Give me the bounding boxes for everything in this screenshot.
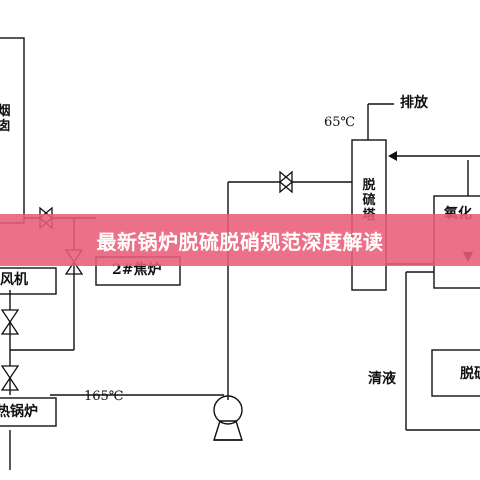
pump-base xyxy=(213,420,243,441)
arrow-into-tower xyxy=(388,151,397,161)
banner-title: 最新锅炉脱硫脱硝规范深度解读 xyxy=(96,229,384,254)
valve-boiler-line xyxy=(0,365,20,380)
valve-fan-line xyxy=(0,309,20,324)
chimney-label: 烟囱 xyxy=(0,104,11,134)
valve-tower-inlet xyxy=(279,170,294,194)
desulfurization-tank-label: 脱硫 xyxy=(460,366,480,382)
temperature-top: 65℃ xyxy=(324,115,356,130)
clear-liquid-label: 清液 xyxy=(368,371,396,387)
boiler-label: 余热锅炉 xyxy=(0,404,38,420)
exhaust-label: 排放 xyxy=(400,95,428,111)
pump-circle xyxy=(213,395,243,425)
coke-oven-label: 2#焦炉 xyxy=(112,262,162,278)
desulfurization-tank xyxy=(431,349,480,397)
fan-label: 鼓风机 xyxy=(0,272,28,288)
boiler-box xyxy=(0,397,57,427)
title-banner: 最新锅炉脱硫脱硝规范深度解读 xyxy=(0,214,480,266)
temperature-bottom: 165℃ xyxy=(84,389,124,404)
fan-box xyxy=(0,267,57,295)
